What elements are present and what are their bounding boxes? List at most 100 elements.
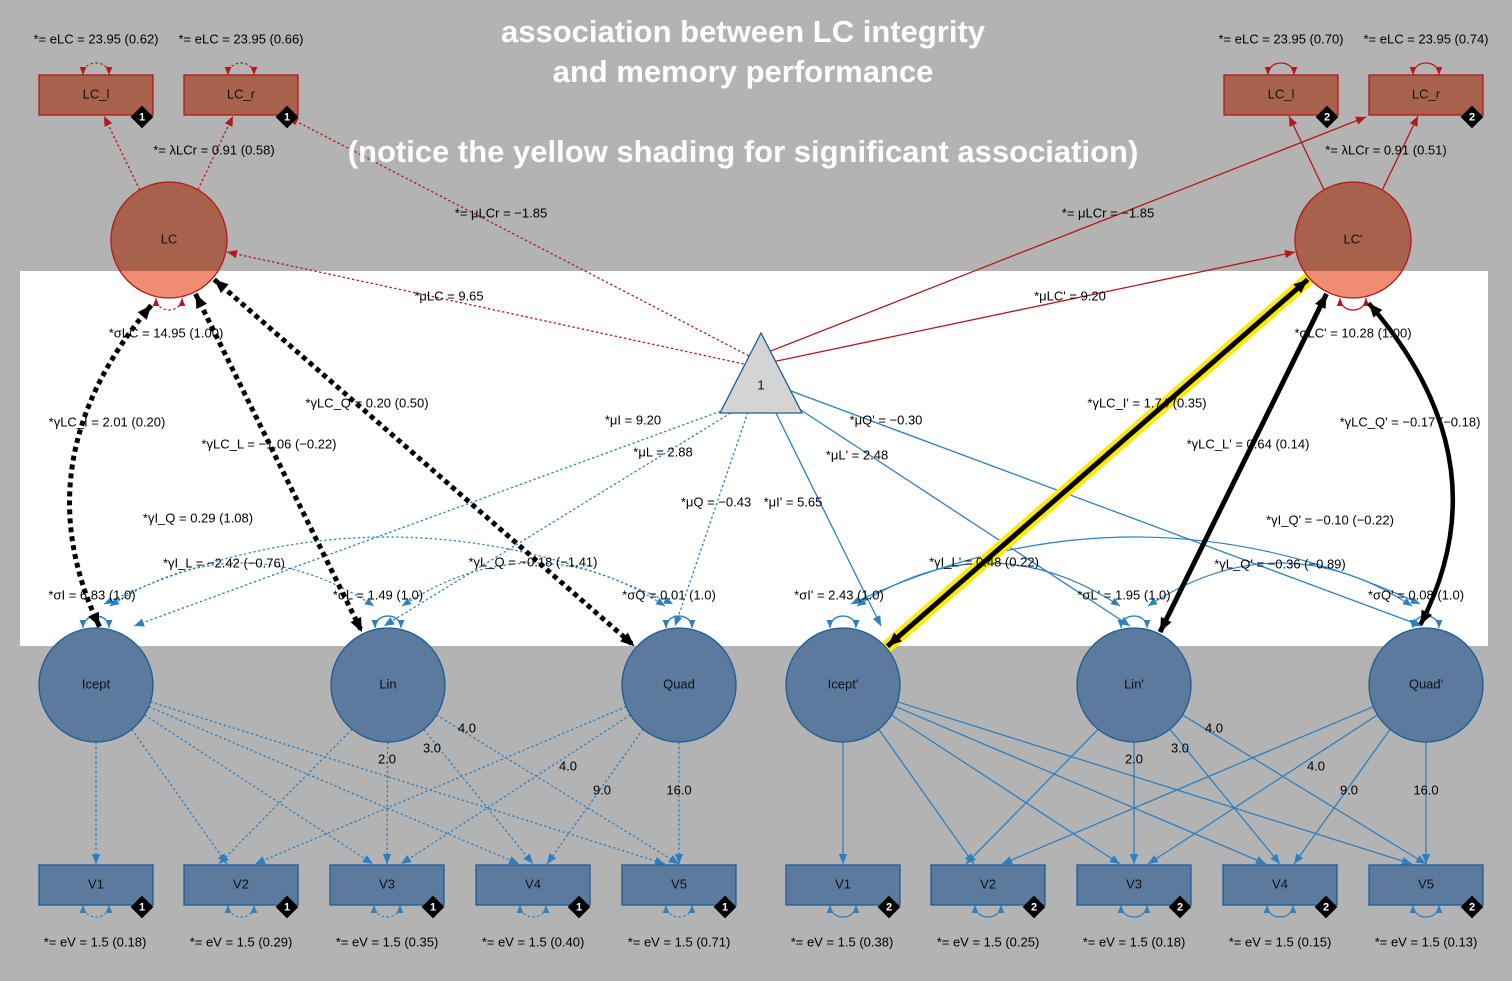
group1-factor-mean-label-3: *μQ = −0.43 [681, 494, 751, 509]
group2-observed-badge-v4-bg [1314, 895, 1338, 919]
group2-lc-variance-loop-end-arrowhead [1362, 298, 1370, 306]
group2-observed-v4 [1222, 864, 1338, 906]
group1-gamma-q-path-arrowhead [620, 632, 635, 647]
group1-icept-loading-v2 [131, 729, 228, 865]
group1-observed-error-label-v3: *= eV = 1.5 (0.35) [336, 934, 439, 949]
group2-lc-mean-path [752, 251, 1296, 367]
group1-quad-loading-v3-arrowhead [401, 855, 412, 864]
group2-observed-error-loop-v2 [974, 904, 1002, 918]
group2-icept-loading-v4-arrowhead [1255, 856, 1266, 864]
group1-observed-badge-v4: 1 [576, 901, 582, 913]
group1-factor-lin-variance-loop-inner-end-arrowhead [397, 620, 405, 628]
group2-observed-error-loop-v4 [1266, 904, 1294, 918]
group2-cov-l-q-arrowhead [1402, 597, 1412, 606]
group2-lc-loading-2-arrowhead [1409, 116, 1418, 127]
group1-icept-loading-v4-arrowhead [508, 856, 519, 864]
group2-lc-r-mean-label: *= μLCr = −1.85 [1062, 205, 1154, 220]
group1-observed-v4-label: V4 [525, 876, 541, 891]
group1-observed-error-loop-v5-end-arrowhead [688, 905, 696, 913]
group1-observed-badge-v5: 1 [722, 901, 728, 913]
group1-factor-quad-circle [621, 627, 737, 743]
group1-lc-mean-label: *μLC = 9.65 [414, 288, 483, 303]
group1-lin-loading-v3 [386, 741, 389, 865]
group1-lc-loading-1 [103, 115, 141, 191]
group2-icept-loading-v2 [878, 729, 975, 865]
group1-gamma-i-path-start-arrowhead [137, 305, 152, 320]
group1-factor-icept-label: Icept [82, 676, 111, 691]
group1-cov-i-l-label: *γI_L = −2.42 (−0.76) [163, 555, 285, 570]
group2-observed-v5 [1368, 864, 1484, 906]
title-line-1: association between LC integrity [500, 14, 986, 49]
group2-observed-badge-v4: 2 [1323, 901, 1329, 913]
group1-indicator-error-label-1: *= eLC = 23.95 (0.62) [33, 31, 158, 46]
group1-lin-loading-v4-arrowhead [523, 853, 533, 864]
group2-gamma-i-path-arrowhead [887, 632, 902, 647]
group2-gamma-q-path-arrowhead [1420, 609, 1433, 625]
group1-observed-v5-label: V5 [671, 876, 687, 891]
group2-indicator-lc_r [1368, 74, 1484, 116]
title-note: (notice the yellow shading for significa… [347, 134, 1139, 169]
group1-lc-r-mean-path [287, 116, 754, 359]
group2-gamma-q-path-start-arrowhead [1368, 303, 1383, 318]
group1-cov-i-q-arrowhead [663, 596, 673, 604]
group2-factor-lin-prime-mean-path [780, 396, 1131, 627]
group2-lc-label: LC' [1343, 231, 1362, 246]
group2-gamma-q-label: *γLC_Q' = −0.17 (−0.18) [1340, 414, 1481, 429]
group2-indicator-error-loop-1-arrowhead [1264, 67, 1272, 75]
group2-factor-icept-prime-variance-loop-inner-arrowhead [826, 620, 834, 628]
group2-observed-badge-v2-bg [1022, 895, 1046, 919]
group1-factor-quad-mean-path [674, 402, 752, 627]
group1-quad-loading-value-2: 9.0 [593, 782, 611, 797]
group2-cov-i-l-label: *γI_L' = 0.48 (0.22) [929, 554, 1039, 569]
group2-observed-v1-label: V1 [835, 876, 851, 891]
group1-factor-lin-mean-path [383, 402, 748, 627]
group1-observed-error-label-v4: *= eV = 1.5 (0.40) [482, 934, 585, 949]
group2-observed-error-loop-v2-end-arrowhead [997, 905, 1005, 913]
group1-indicator-lc_l [38, 74, 154, 116]
group2-lin-loading-value-2: 3.0 [1171, 740, 1189, 755]
group1-cov-i-l-start-arrowhead [110, 597, 120, 606]
group1-observed-error-loop-v3-end-arrowhead [396, 905, 404, 913]
group2-lin-loading-value-3: 4.0 [1205, 720, 1223, 735]
group2-quad-loading-v3-arrowhead [1148, 855, 1159, 864]
group2-observed-v2 [930, 864, 1046, 906]
group2-factor-lin-prime-variance-label: *σL' = 1.95 (1.0) [1077, 587, 1170, 602]
group2-observed-badge-v5-bg [1460, 895, 1484, 919]
group2-lc-r-mean-path-arrowhead [1355, 116, 1366, 125]
group2-observed-error-label-v2: *= eV = 1.5 (0.25) [937, 934, 1040, 949]
group1-lc-mean-path [226, 251, 754, 367]
group1-lc-variance-loop-end-arrowhead [178, 298, 186, 306]
group1-lin-loading-v5-arrowhead [668, 855, 679, 864]
group2-factor-icept-prime-circle [785, 627, 901, 743]
group1-factor-lin-variance-label: *σL = 1.49 (1.0) [333, 587, 423, 602]
group2-observed-error-loop-v5-end-arrowhead [1435, 905, 1443, 913]
group1-indicator-error-loop-2-arrowhead [224, 67, 232, 75]
group2-observed-error-loop-v3 [1120, 904, 1148, 918]
group1-lc-loading-2 [197, 115, 234, 191]
group1-lin-loading-v3-arrowhead [382, 853, 392, 864]
group1-factor-quad-variance-loop-inner-end-arrowhead [688, 620, 696, 628]
group1-observed-badge-v2: 1 [284, 901, 290, 913]
group1-indicator-badge-1: 1 [139, 111, 145, 123]
group1-quad-loading-v4-arrowhead [547, 853, 557, 864]
group2-observed-error-loop-v2-arrowhead [971, 905, 979, 913]
group2-gamma-i-label: *γLC_I' = 1.74 (0.35) [1087, 395, 1206, 410]
group2-quad-loading-value-3: 16.0 [1413, 782, 1438, 797]
group1-lin-loading-v2 [218, 728, 353, 865]
group2-observed-error-loop-v1-arrowhead [826, 905, 834, 913]
group2-lin-loading-v5-arrowhead [1415, 855, 1426, 864]
group2-factor-mean-label-3: *μQ' = −0.30 [850, 412, 923, 427]
group2-observed-error-label-v1: *= eV = 1.5 (0.38) [791, 934, 894, 949]
group2-observed-error-label-v4: *= eV = 1.5 (0.15) [1229, 934, 1332, 949]
group2-lin-loading-v4-arrowhead [1270, 853, 1280, 864]
group1-factor-mean-label-2: *μL = 2.88 [633, 444, 692, 459]
group1-cov-i-q-start-arrowhead [104, 596, 114, 604]
group2-lc-loading-1 [1288, 115, 1325, 191]
group2-lc-variance-label: *σLC' = 10.28 (1.00) [1294, 325, 1411, 340]
group1-quad-loading-v4 [546, 728, 644, 865]
group2-observed-error-loop-v3-arrowhead [1117, 905, 1125, 913]
group2-gamma-l-label: *γLC_L' = 0.64 (0.14) [1187, 436, 1310, 451]
group2-indicator-error-label-1: *= eLC = 23.95 (0.70) [1218, 31, 1343, 46]
group2-factor-icept-prime-mean-path-arrowhead [872, 615, 881, 626]
group2-factor-quad-prime-variance-loop-inner-end-arrowhead [1435, 620, 1443, 628]
